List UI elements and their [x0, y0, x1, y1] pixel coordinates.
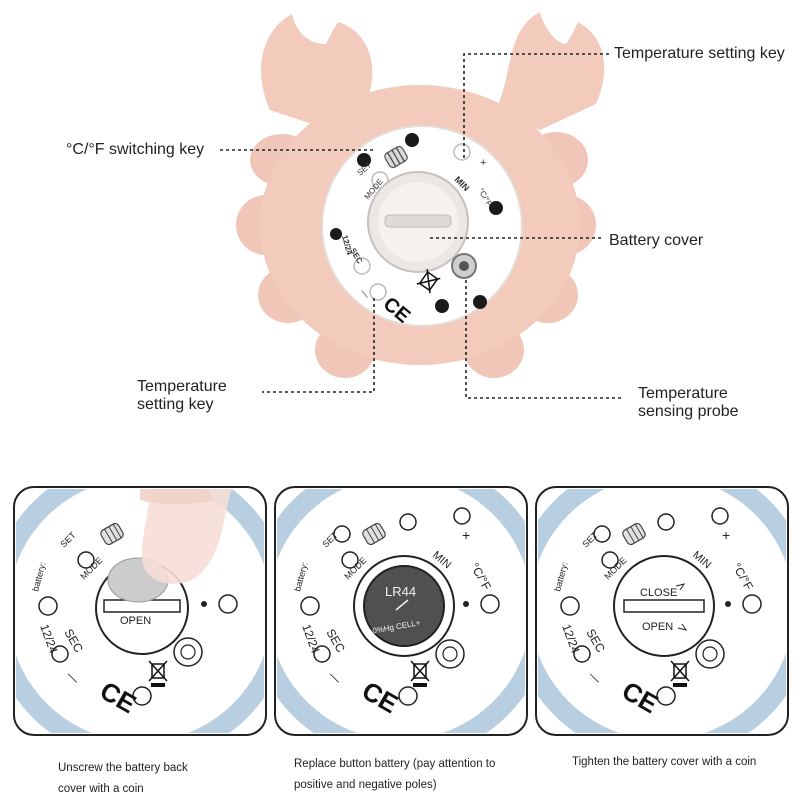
callout-temp-setting-key-bottom-line1: Temperature [137, 378, 227, 395]
temp-set-button-top[interactable] [453, 143, 471, 161]
callout-temp-setting-key-top: Temperature setting key [614, 45, 785, 62]
left-claw [261, 14, 373, 130]
finger-illustration [141, 489, 232, 584]
step3-open-label: OPEN [642, 621, 673, 633]
step-panel-2: LR44 0%Hg CELL+ SET MODE MIN + °C/°F bat… [274, 486, 528, 736]
callout-battery-cover: Battery cover [609, 232, 704, 249]
svg-text:+: + [462, 527, 470, 543]
temp-set-button-bottom[interactable] [369, 283, 387, 301]
step3-caption: Tighten the battery cover with a coin [572, 752, 792, 773]
sec-button[interactable] [353, 257, 371, 275]
battery-cover[interactable] [367, 171, 469, 273]
screw-hole [473, 295, 487, 309]
device-label-plus: + [480, 157, 486, 169]
callout-probe-line1: Temperature [638, 385, 728, 402]
spring-icon [384, 145, 408, 169]
step2-caption-line1: Replace button battery (pay attention to [294, 758, 496, 770]
battery-model: LR44 [385, 584, 416, 599]
svg-text:+: + [722, 527, 730, 543]
right-claw [496, 12, 605, 130]
screw-hole [489, 201, 503, 215]
crab-device: SET MODE MIN + °C/°F 12/24 SEC — CE [236, 12, 605, 378]
step-panel-1: OPEN SET MODE battery: 12/24 SEC — CE [13, 486, 267, 736]
step3-caption-line1: Tighten the battery cover with a coin [572, 756, 757, 768]
step1-caption-line2: cover with a coin [58, 783, 144, 795]
step1-open-label: OPEN [120, 615, 151, 627]
screw-hole [435, 299, 449, 313]
screw-hole [405, 133, 419, 147]
callout-line-temp-key-bottom [262, 298, 375, 393]
step1-caption-line1: Unscrew the battery back [58, 762, 188, 774]
callout-line-probe [465, 280, 622, 399]
weee-bin-icon [416, 269, 441, 294]
screw-hole [330, 228, 342, 240]
screw-hole [357, 153, 371, 167]
callout-temp-setting-key-bottom-line2: setting key [137, 396, 214, 413]
step1-caption: Unscrew the battery back cover with a co… [58, 758, 258, 800]
step-panel-3: CLOSE OPEN SET MODE MIN + °C/°F battery:… [535, 486, 789, 736]
callout-probe-line2: sensing probe [638, 403, 739, 420]
callout-line-temp-key-top [463, 53, 610, 158]
step3-close-label: CLOSE [640, 587, 677, 599]
temperature-probe [451, 253, 477, 279]
callout-cf-switching-key: °C/°F switching key [66, 141, 205, 158]
step2-caption: Replace button battery (pay attention to… [294, 754, 524, 796]
step2-caption-line2: positive and negative poles) [294, 779, 437, 791]
lr44-battery [363, 565, 445, 647]
callout-lines [220, 53, 622, 399]
